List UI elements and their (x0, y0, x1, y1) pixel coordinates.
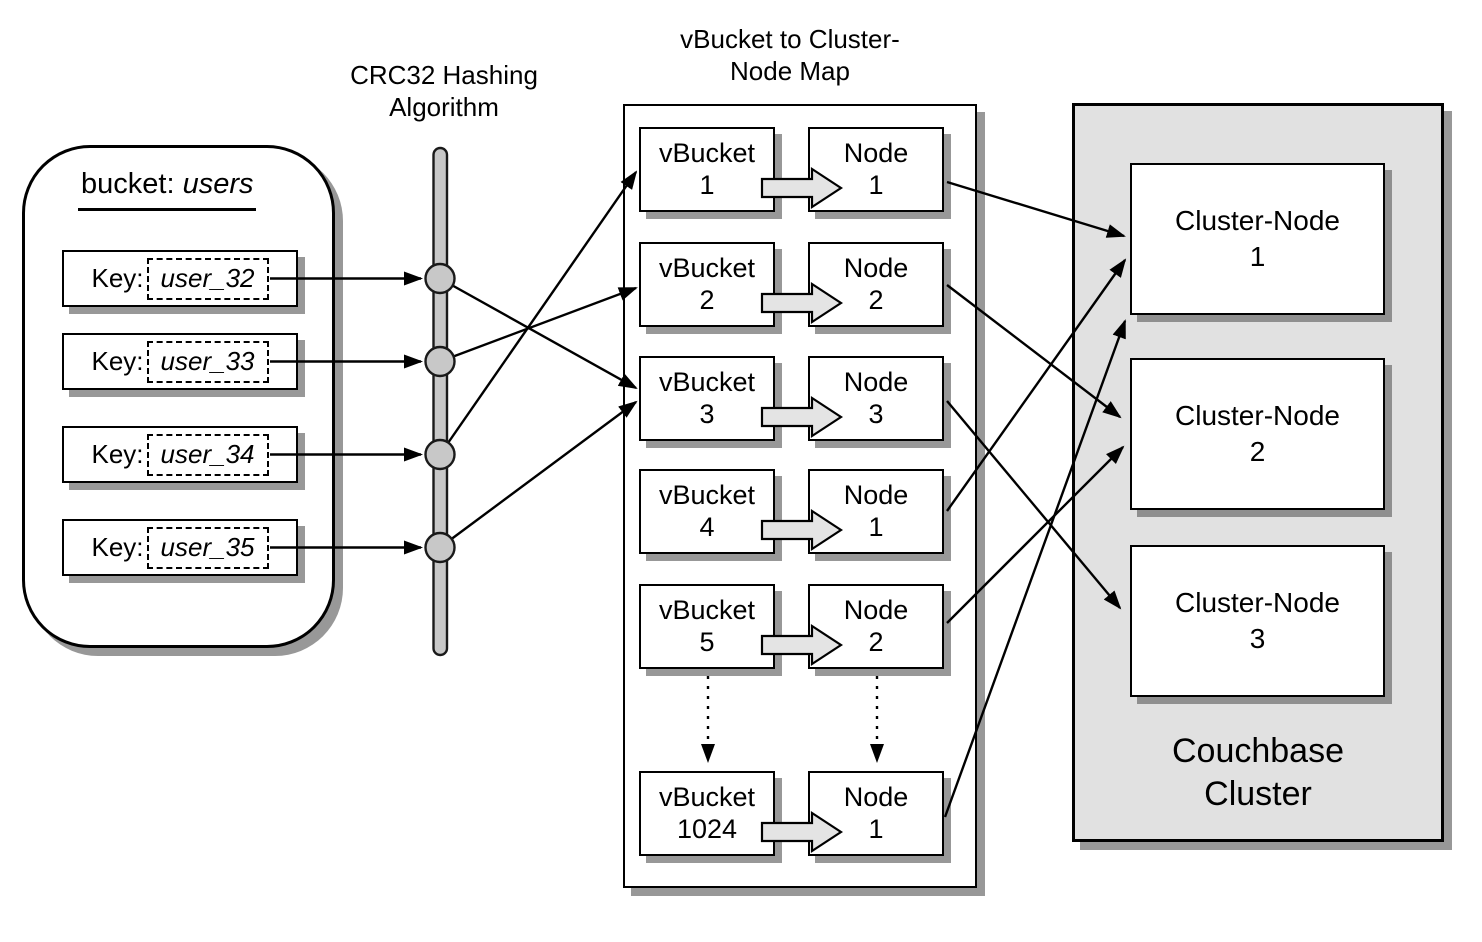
node-label: Node (843, 782, 909, 813)
hash-point-user_35 (424, 531, 456, 564)
vbucket-id: 1 (699, 169, 715, 200)
arrow-hash-user_34-to-vbucket-1 (439, 170, 638, 456)
node-id: 1 (868, 511, 884, 542)
key-prefix: Key: (91, 346, 144, 376)
node-label: Node (843, 253, 909, 284)
bucket-title: bucket: users (78, 168, 257, 211)
node-label: Node (843, 480, 909, 511)
node-box-row2: Node 2 (808, 242, 944, 327)
node-id: 2 (868, 626, 884, 657)
node-label: Node (843, 367, 909, 398)
vbucket-map-title: vBucket to Cluster- Node Map (615, 24, 965, 87)
node-id: 3 (868, 398, 884, 429)
hash-point-user_32 (424, 262, 456, 295)
cluster-label-line1: Couchbase (1171, 732, 1344, 770)
key-box-user_32: Key: user_32 (62, 250, 298, 307)
vbucket-id: 4 (699, 511, 715, 542)
crc32-title-line2: Algorithm (389, 91, 499, 122)
node-label: Node (843, 595, 909, 626)
vbucket-label: vBucket (658, 595, 756, 626)
vbucket-label: vBucket (658, 253, 756, 284)
hash-point-user_34 (424, 438, 456, 471)
crc32-hash-bar-group (424, 146, 456, 657)
hash-point-user_33 (424, 345, 456, 378)
vbucket-box-5: vBucket 5 (639, 584, 775, 669)
cluster-node-label: Cluster-Node (1175, 586, 1340, 618)
bucket-title-label: bucket: (81, 168, 175, 200)
key-prefix: Key: (91, 439, 144, 469)
cluster-label-line2: Cluster (1204, 774, 1312, 813)
key-value: user_34 (146, 433, 269, 476)
cluster-node-id: 1 (1249, 241, 1266, 272)
hash-bar (432, 146, 449, 657)
cluster-node-id: 2 (1249, 436, 1266, 467)
vbucket-id: 5 (699, 626, 715, 657)
key-value: user_33 (146, 340, 269, 383)
key-value: user_32 (146, 257, 269, 300)
arrow-hash-user_32-to-vbucket-3 (439, 277, 638, 390)
node-id: 1 (868, 813, 884, 844)
node-label: Node (843, 138, 909, 169)
couchbase-cluster-label: Couchbase Cluster (1075, 730, 1441, 815)
node-box-row5: Node 2 (808, 584, 944, 669)
cluster-node-3-box: Cluster-Node 3 (1130, 545, 1385, 697)
node-box-row3: Node 3 (808, 356, 944, 441)
vbucket-label: vBucket (658, 480, 756, 511)
vbucket-box-1024: vBucket 1024 (639, 771, 775, 856)
arrow-hash-user_33-to-vbucket-2 (439, 286, 638, 363)
vbucket-label: vBucket (658, 367, 756, 398)
key-box-user_33: Key: user_33 (62, 333, 298, 390)
vbucket-box-1: vBucket 1 (639, 127, 775, 212)
hash-to-vbucket-arrows (439, 170, 638, 549)
vbucket-label: vBucket (658, 138, 756, 169)
bucket-users-container: bucket: users Key: user_32 Key: user_33 … (22, 145, 335, 648)
vbucket-box-4: vBucket 4 (639, 469, 775, 554)
key-box-user_35: Key: user_35 (62, 519, 298, 576)
node-box-row4: Node 1 (808, 469, 944, 554)
vbucket-id: 1024 (676, 813, 738, 844)
key-value: user_35 (146, 526, 269, 569)
node-id: 1 (868, 169, 884, 200)
cluster-node-1-box: Cluster-Node 1 (1130, 163, 1385, 315)
key-box-user_34: Key: user_34 (62, 426, 298, 483)
cluster-node-id: 3 (1249, 623, 1266, 654)
vbucket-box-2: vBucket 2 (639, 242, 775, 327)
vbucket-map-container: vBucket 1 Node 1 vBucket 2 Node 2 vBucke… (623, 104, 977, 888)
crc32-hashing-title: CRC32 Hashing Algorithm (324, 60, 564, 123)
cluster-node-label: Cluster-Node (1175, 399, 1340, 431)
key-prefix: Key: (91, 263, 144, 293)
node-box-row1024: Node 1 (808, 771, 944, 856)
map-title-line2: Node Map (730, 55, 850, 86)
vbucket-label: vBucket (658, 782, 756, 813)
cluster-node-label: Cluster-Node (1175, 204, 1340, 236)
node-box-row1: Node 1 (808, 127, 944, 212)
couchbase-cluster-container: Cluster-Node 1 Cluster-Node 2 Cluster-No… (1072, 103, 1444, 842)
cluster-node-2-box: Cluster-Node 2 (1130, 358, 1385, 510)
vbucket-id: 3 (699, 398, 715, 429)
vbucket-id: 2 (699, 284, 715, 315)
vbucket-box-3: vBucket 3 (639, 356, 775, 441)
bucket-title-value: users (182, 168, 254, 200)
key-prefix: Key: (91, 532, 144, 562)
crc32-title-line1: CRC32 Hashing (350, 60, 538, 90)
arrow-hash-user_35-to-vbucket-3 (439, 400, 638, 549)
map-title-line1: vBucket to Cluster- (680, 24, 900, 54)
node-id: 2 (868, 284, 884, 315)
